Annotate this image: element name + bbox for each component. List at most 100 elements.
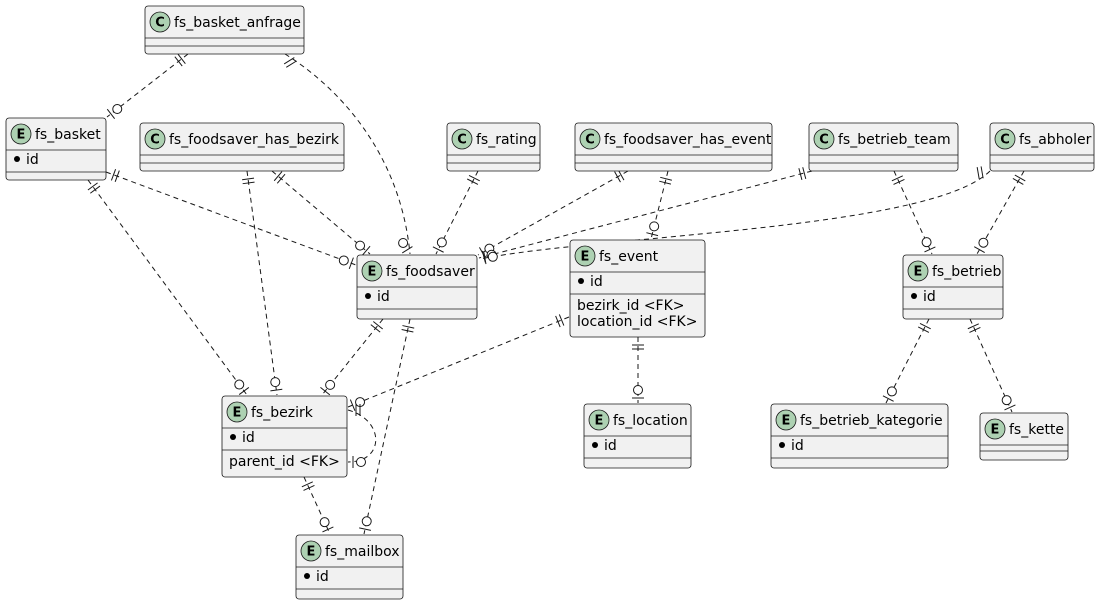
cardinality-zero-or-one-marker	[319, 517, 334, 533]
field-label: id	[604, 438, 617, 454]
cardinality-exactly-one-marker	[355, 404, 361, 416]
badge-letter: E	[991, 423, 1000, 438]
cardinality-exactly-one-marker	[370, 321, 383, 333]
field-label: id	[923, 289, 936, 305]
badge-letter: C	[155, 16, 165, 31]
relation-line	[347, 409, 377, 463]
cardinality-zero-or-one-marker	[270, 377, 283, 392]
cardinality-zero-or-one-marker	[646, 221, 660, 237]
relation-line	[885, 318, 930, 404]
relations-layer	[87, 53, 1026, 535]
field-label: id	[590, 274, 603, 290]
relation-line	[87, 179, 248, 396]
cardinality-exactly-one-marker	[614, 169, 625, 183]
entity-badge-icon	[574, 245, 596, 267]
key-bullet-icon	[14, 156, 20, 162]
relation-fs_foodsaver_has_event-fs_event	[646, 170, 673, 240]
cardinality-zero-or-one-marker	[882, 386, 897, 402]
field-label: id	[791, 438, 804, 454]
relation-line	[976, 170, 1025, 255]
class-box	[574, 122, 773, 172]
cardinality-zero-or-one-marker	[320, 379, 336, 396]
badge-letter: E	[914, 265, 923, 280]
class-box	[139, 122, 345, 172]
field-label: id	[316, 569, 329, 585]
badge-letter: E	[782, 414, 791, 429]
relation-fs_foodsaver_has_bezirk-fs_foodsaver	[271, 170, 371, 256]
badge-letter: E	[17, 128, 26, 143]
badge-letter: C	[150, 133, 160, 148]
cardinality-zero-or-one-marker	[234, 379, 250, 395]
node-title: fs_betrieb_kategorie	[800, 413, 943, 429]
class-badge-icon	[451, 128, 473, 150]
node-title: fs_betrieb_team	[838, 132, 951, 148]
node-title: fs_bezirk	[251, 405, 314, 421]
relation-line	[479, 170, 991, 260]
cardinality-exactly-one-marker	[976, 166, 984, 180]
cardinality-zero-or-one-marker	[352, 456, 366, 468]
cardinality-exactly-one-marker	[301, 481, 315, 491]
class-badge-icon	[994, 128, 1016, 150]
badge-letter: C	[585, 133, 595, 148]
cardinality-zero-or-one-marker	[973, 237, 989, 254]
node-title: fs_mailbox	[325, 544, 400, 560]
cardinality-exactly-one-marker	[917, 322, 931, 333]
relation-line	[477, 170, 629, 256]
node-title: fs_foodsaver_has_event	[604, 132, 772, 148]
relation-fs_basket_anfrage-fs_basket	[106, 53, 189, 119]
cardinality-exactly-one-marker	[110, 168, 120, 182]
badge-letter: E	[595, 414, 604, 429]
entity-badge-icon	[226, 401, 248, 423]
class-box	[144, 5, 305, 55]
cardinality-exactly-one-marker	[87, 182, 101, 194]
cardinality-zero-or-one-marker	[483, 251, 498, 265]
badge-letter: C	[819, 133, 829, 148]
entity-box	[221, 395, 348, 478]
relation-fs_event-fs_location	[632, 337, 644, 403]
cardinality-zero-or-one-marker	[398, 237, 413, 254]
foreign-key-label: parent_id <FK>	[229, 454, 340, 470]
entity-badge-icon	[300, 540, 322, 562]
relation-line	[271, 170, 371, 255]
badge-letter: E	[307, 545, 316, 560]
badge-letter: C	[457, 133, 467, 148]
key-bullet-icon	[365, 293, 371, 299]
relation-fs_foodsaver-fs_bezirk	[320, 318, 384, 396]
class-badge-icon	[813, 128, 835, 150]
cardinality-exactly-one-marker	[632, 344, 644, 350]
cardinality-exactly-one-marker	[659, 176, 673, 185]
cardinality-exactly-one-marker	[798, 167, 807, 180]
cardinality-exactly-one-marker	[555, 314, 565, 328]
entity-badge-icon	[588, 409, 610, 431]
node-title: fs_rating	[476, 132, 537, 148]
cardinality-exactly-one-marker	[1012, 174, 1026, 185]
node-title: fs_foodsaver_has_bezirk	[169, 132, 340, 148]
cardinality-exactly-one-marker	[467, 174, 480, 185]
cardinality-exactly-one-marker	[891, 175, 905, 185]
cardinality-zero-or-one-marker	[1001, 395, 1016, 411]
relation-fs_rating-fs_foodsaver	[432, 170, 480, 255]
relation-fs_bezirk-fs_bezirk	[347, 404, 377, 468]
node-title: fs_abholer	[1019, 132, 1092, 148]
relation-line	[435, 170, 479, 255]
key-bullet-icon	[911, 293, 917, 299]
relation-fs_basket_anfrage-fs_foodsaver	[283, 53, 413, 255]
node-title: fs_foodsaver	[386, 264, 475, 280]
key-bullet-icon	[779, 442, 785, 448]
relation-fs_betrieb-fs_betrieb_kategorie	[882, 318, 931, 404]
